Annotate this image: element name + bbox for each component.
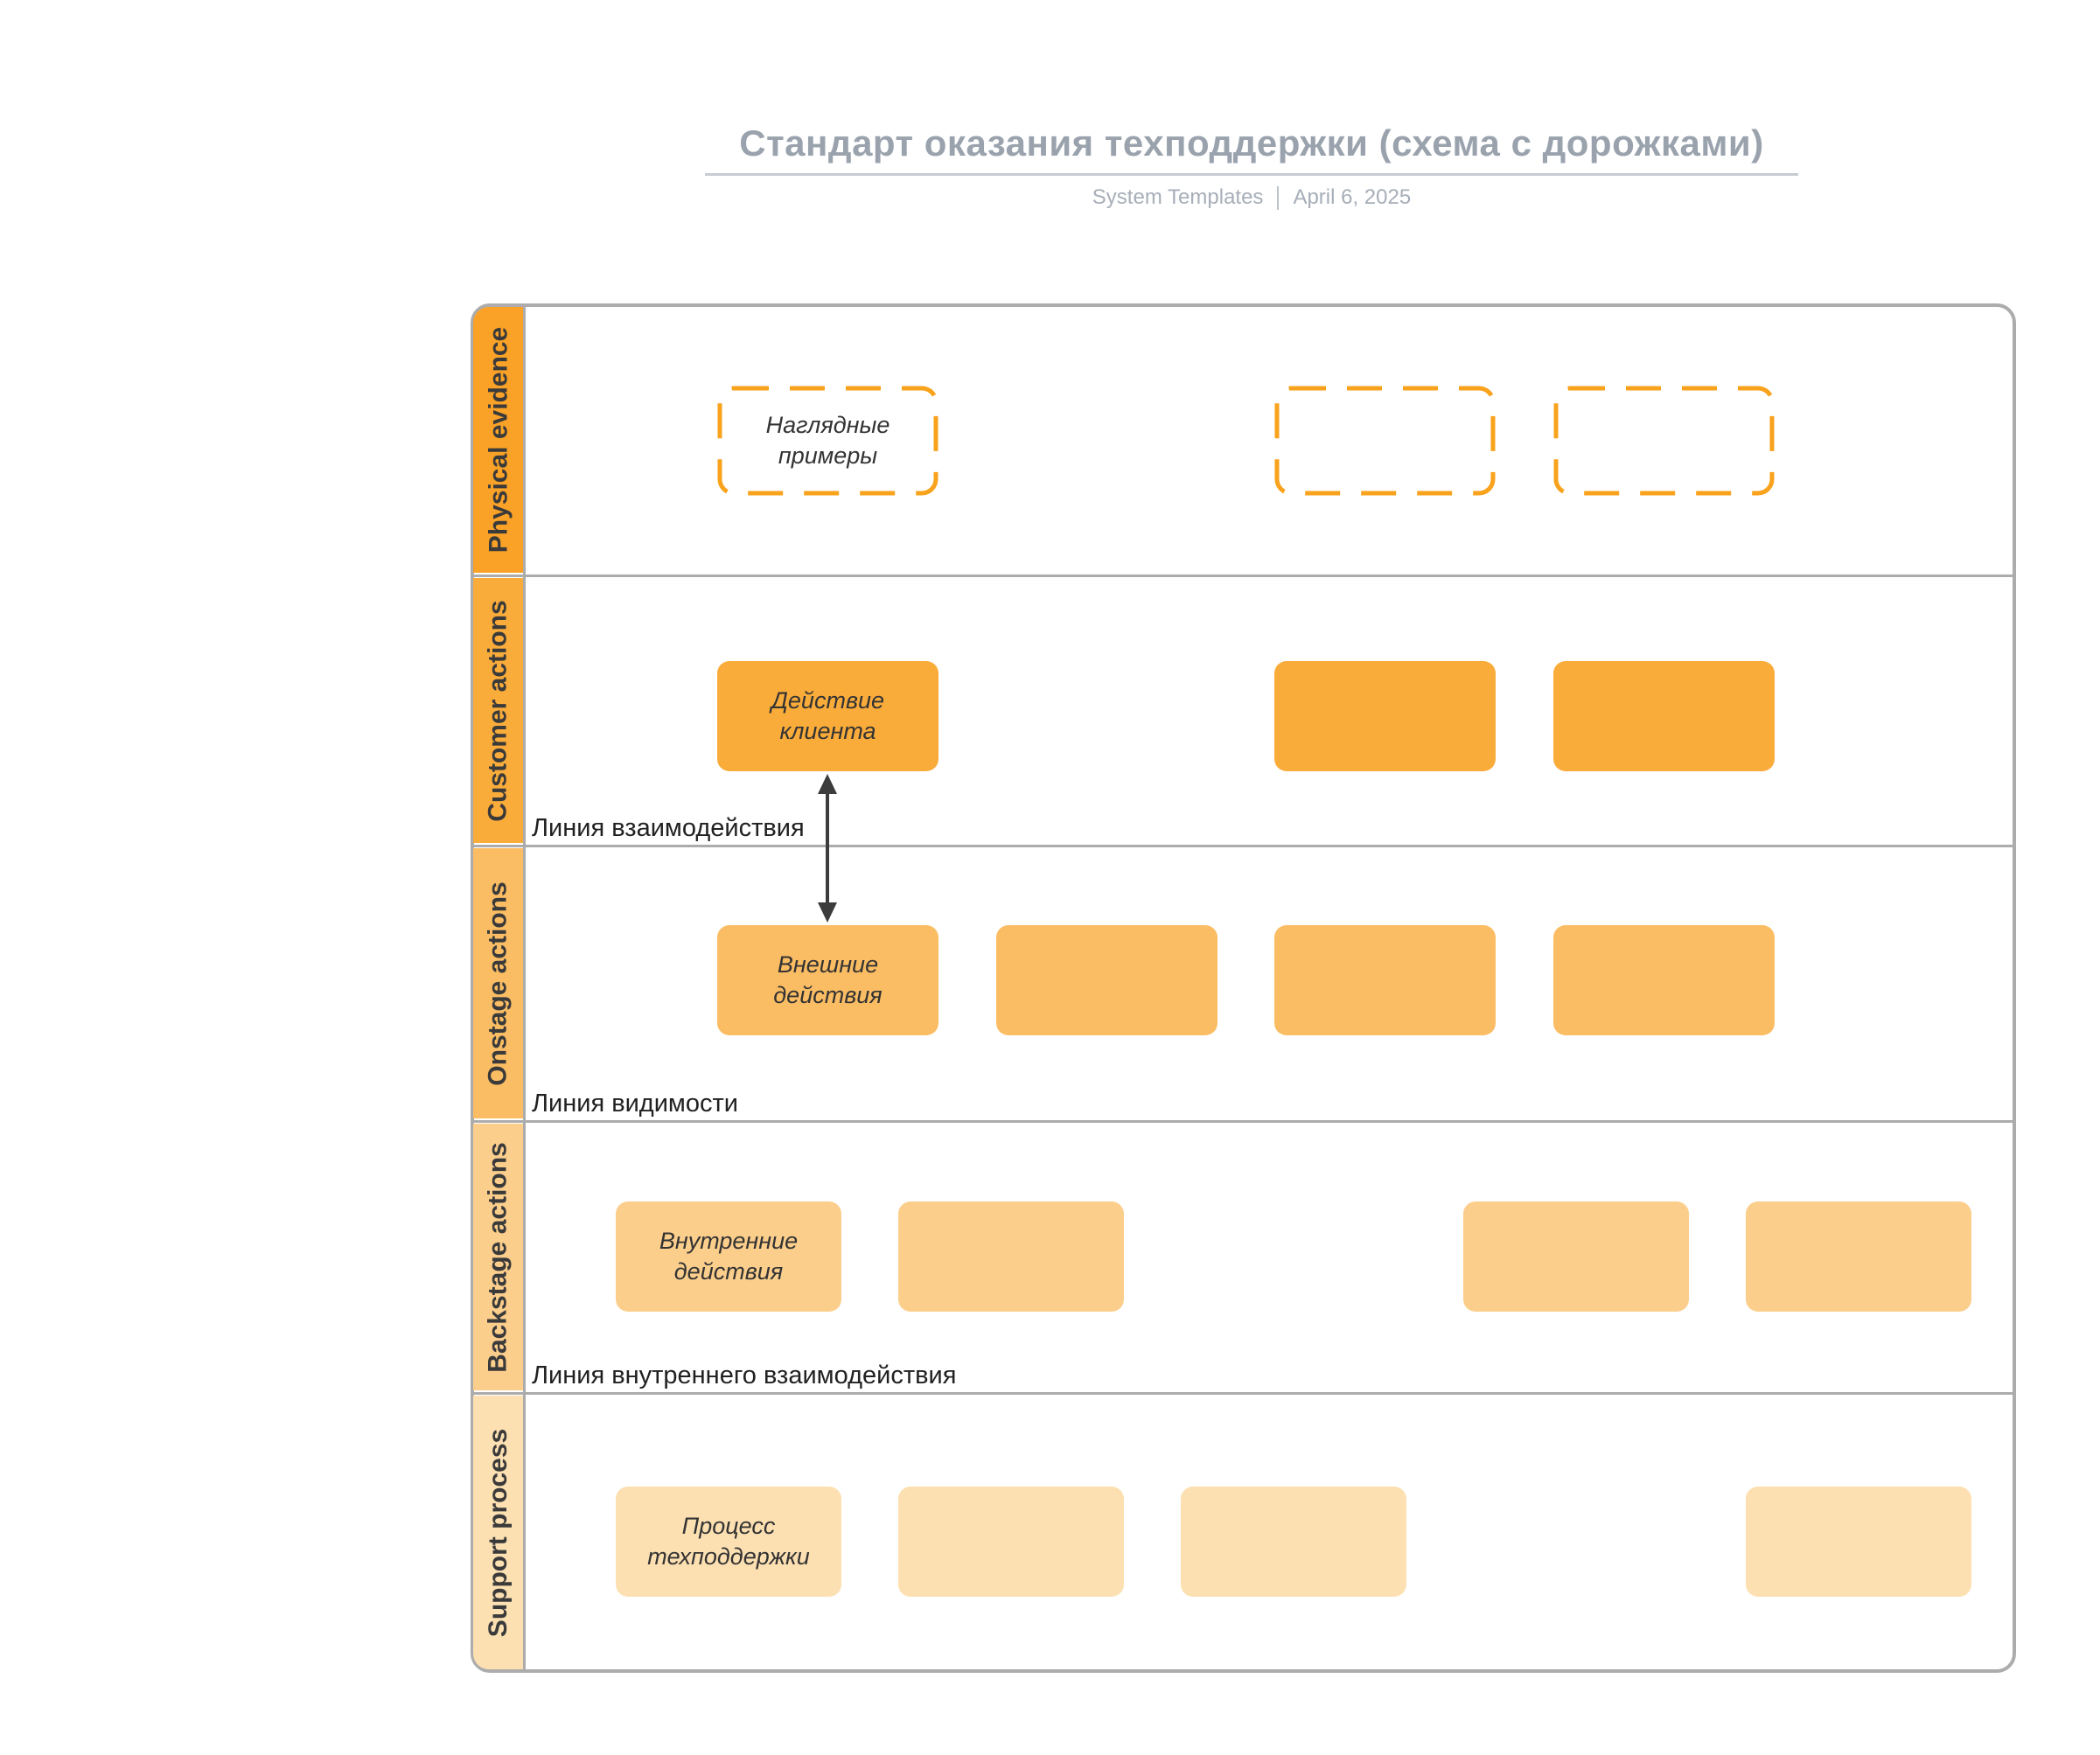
backstage-action-box-2[interactable] xyxy=(898,1201,1124,1312)
customer-action-box-2[interactable] xyxy=(1274,661,1496,771)
backstage-action-box-3[interactable] xyxy=(1463,1201,1689,1312)
interaction-line xyxy=(472,845,2014,847)
byline-date-divider xyxy=(1277,185,1280,210)
box-label: Наглядные примеры xyxy=(765,412,890,469)
support-process-box-1[interactable]: Процесс техподдержки xyxy=(616,1487,841,1597)
box-label: Внешние действия xyxy=(773,951,883,1008)
backstage-action-box-4[interactable] xyxy=(1746,1201,1971,1312)
lane-divider-line xyxy=(472,575,2014,577)
box-label: Действие клиента xyxy=(771,687,885,744)
lane-label: Customer actions xyxy=(484,599,513,822)
lane-label: Physical evidence xyxy=(484,326,513,554)
dashed-box-outline xyxy=(1274,386,1496,496)
lane-header-customer-actions[interactable]: Customer actions xyxy=(473,578,524,843)
onstage-action-box-1[interactable]: Внешние действия xyxy=(717,925,938,1035)
backstage-action-box-1[interactable]: Внутренние действия xyxy=(616,1201,841,1312)
internal-interaction-line xyxy=(472,1392,2014,1395)
visibility-line xyxy=(472,1120,2014,1123)
box-label: Внутренние действия xyxy=(659,1228,799,1285)
customer-action-box-3[interactable] xyxy=(1553,661,1775,771)
lane-header-physical-evidence[interactable]: Physical evidence xyxy=(473,307,524,573)
physical-evidence-box-3[interactable] xyxy=(1553,386,1775,496)
onstage-action-box-3[interactable] xyxy=(1274,925,1496,1035)
lane-label: Onstage actions xyxy=(484,881,513,1086)
subtitle: System Templates April 6, 2025 xyxy=(705,185,1798,210)
title-underline xyxy=(705,173,1798,176)
lane-header-support-process[interactable]: Support process xyxy=(473,1396,524,1669)
box-label: Процесс техподдержки xyxy=(647,1513,810,1570)
physical-evidence-box-1[interactable]: Наглядные примеры xyxy=(717,386,938,496)
customer-action-box-1[interactable]: Действие клиента xyxy=(717,661,938,771)
byline: System Templates xyxy=(1092,185,1264,209)
bidirectional-arrow[interactable] xyxy=(813,771,842,925)
lane-header-onstage-actions[interactable]: Onstage actions xyxy=(473,848,524,1118)
onstage-action-box-4[interactable] xyxy=(1553,925,1775,1035)
onstage-action-box-2[interactable] xyxy=(996,925,1217,1035)
date: April 6, 2025 xyxy=(1293,185,1412,209)
lane-label: Support process xyxy=(484,1428,513,1637)
lane-header-backstage-actions[interactable]: Backstage actions xyxy=(473,1124,524,1390)
lane-label: Backstage actions xyxy=(484,1141,513,1373)
visibility-line-label: Линия видимости xyxy=(532,1090,738,1118)
internal-interaction-line-label: Линия внутреннего взаимодействия xyxy=(532,1362,957,1389)
dashed-box-outline xyxy=(1553,386,1775,496)
physical-evidence-box-2[interactable] xyxy=(1274,386,1496,496)
interaction-line-label: Линия взаимодействия xyxy=(532,814,805,842)
support-process-box-2[interactable] xyxy=(898,1487,1124,1597)
support-process-box-3[interactable] xyxy=(1181,1487,1406,1597)
support-process-box-4[interactable] xyxy=(1746,1487,1971,1597)
dashed-box-outline xyxy=(717,386,938,496)
lane-header-column-divider xyxy=(523,305,526,1671)
blueprint-frame xyxy=(471,303,2016,1673)
page-title: Стандарт оказания техподдержки (схема с … xyxy=(739,122,1764,164)
